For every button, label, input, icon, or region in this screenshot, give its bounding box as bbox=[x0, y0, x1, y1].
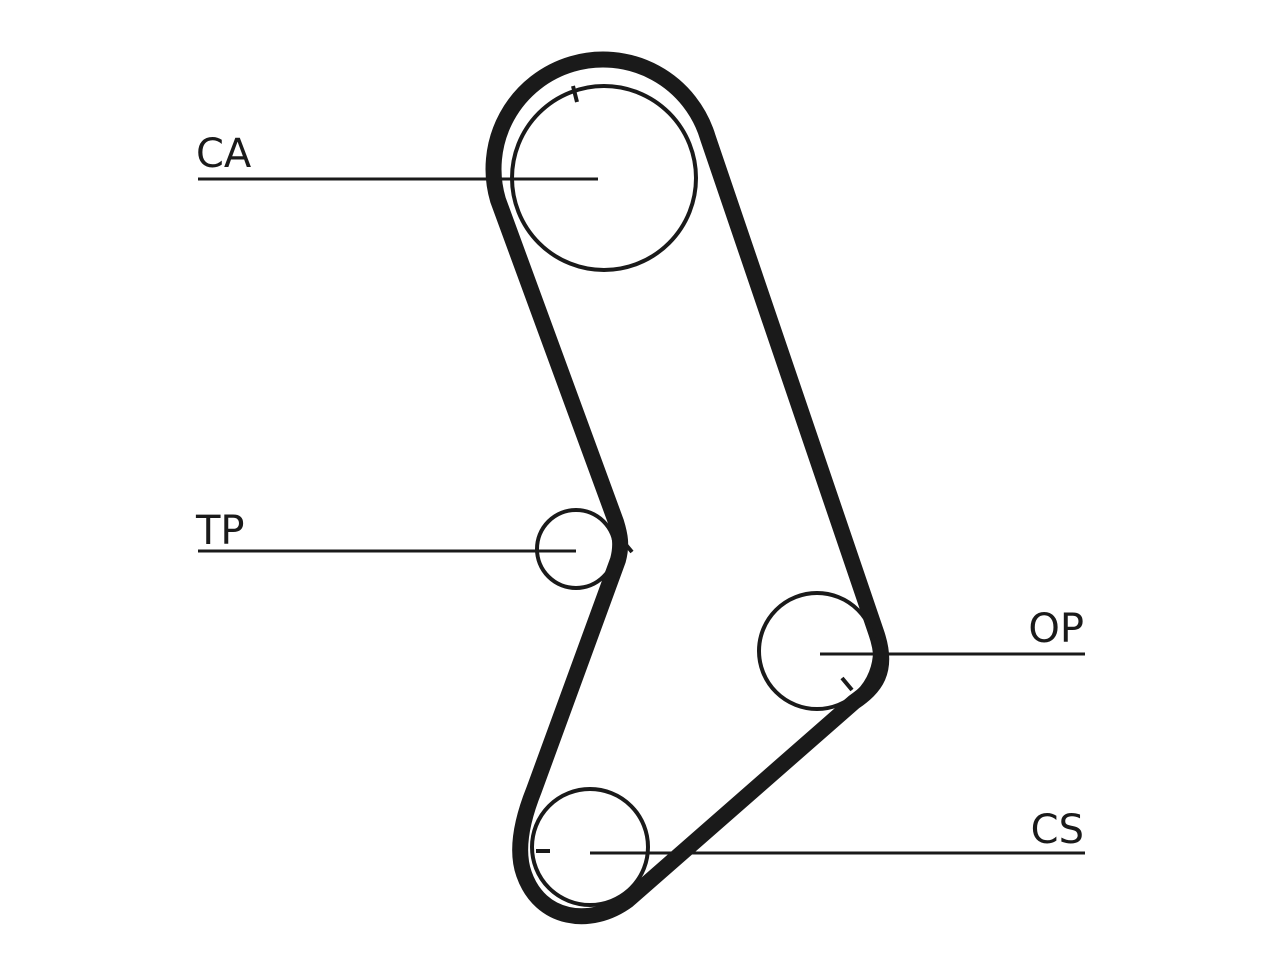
tensioner-pulley bbox=[535, 508, 617, 590]
oil-pump-pulley bbox=[757, 591, 877, 711]
label-tp: TP bbox=[195, 508, 245, 554]
oil-pump-timing-mark bbox=[840, 676, 854, 692]
crankshaft-pulley bbox=[530, 787, 650, 907]
timing-belt bbox=[485, 51, 890, 925]
tensioner-mark bbox=[620, 538, 634, 554]
label-ca: CA bbox=[196, 131, 252, 177]
label-cs: CS bbox=[1031, 807, 1084, 853]
label-op: OP bbox=[1028, 606, 1084, 652]
camshaft-timing-mark bbox=[571, 85, 579, 103]
